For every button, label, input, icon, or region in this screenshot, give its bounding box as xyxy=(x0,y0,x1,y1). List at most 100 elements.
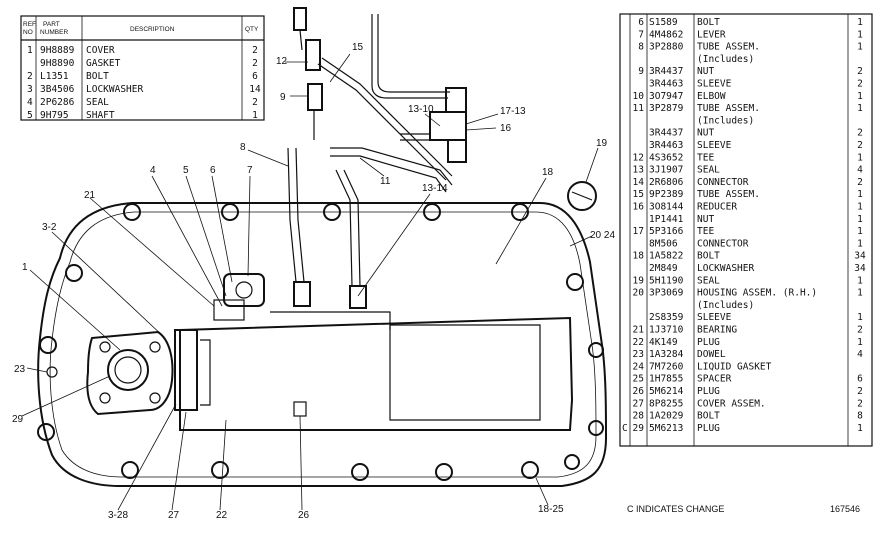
row-description: TEE xyxy=(697,226,714,237)
row-description: SLEEVE xyxy=(697,79,732,90)
callout-label: 11 xyxy=(380,176,391,187)
row-ref: 8 xyxy=(638,42,644,53)
row-description: COVER ASSEM. xyxy=(697,398,766,409)
row-qty: 2 xyxy=(252,58,258,69)
row-description: SEAL xyxy=(86,97,109,108)
callout-label: 3-28 xyxy=(108,510,128,521)
row-description: TEE xyxy=(697,152,714,163)
row-ref: 2 xyxy=(27,71,33,82)
row-description: REDUCER xyxy=(697,202,737,213)
row-part-number: 8M506 xyxy=(649,238,678,249)
callout-label: 4 xyxy=(150,165,156,176)
row-ref: 19 xyxy=(633,275,645,286)
row-part-number: 1P1441 xyxy=(649,214,684,225)
callout-label: 20 24 xyxy=(590,230,615,241)
row-ref: 18 xyxy=(633,251,645,262)
row-qty: 34 xyxy=(854,263,866,274)
row-qty: 2 xyxy=(857,325,863,336)
row-qty: 6 xyxy=(857,374,863,385)
row-qty: 1 xyxy=(857,17,863,28)
row-ref: 14 xyxy=(633,177,645,188)
row-part-number: 5M6213 xyxy=(649,423,683,434)
svg-text:NUMBER: NUMBER xyxy=(40,29,68,36)
callout-label: 27 xyxy=(168,510,180,521)
row-part-number: 5P3166 xyxy=(649,226,684,237)
row-qty: 1 xyxy=(252,110,258,121)
row-description: SLEEVE xyxy=(697,312,732,323)
callout-label: 21 xyxy=(84,190,96,201)
row-qty: 1 xyxy=(857,288,863,299)
callout-label: 6 xyxy=(210,165,216,176)
bolt-holes xyxy=(37,203,604,481)
row-qty: 2 xyxy=(857,66,863,77)
row-description: CONNECTOR xyxy=(697,238,749,249)
row-part-number: 9H8890 xyxy=(40,58,75,69)
row-description: BOLT xyxy=(697,251,720,262)
row-part-number: 3J1907 xyxy=(649,165,683,176)
row-qty: 1 xyxy=(857,337,863,348)
callout-label: 13-10 xyxy=(408,104,434,115)
row-description: TUBE ASSEM. xyxy=(697,189,760,200)
row-qty: 1 xyxy=(857,91,863,102)
row-part-number: 7M7260 xyxy=(649,361,684,372)
row-description: SEAL xyxy=(697,165,720,176)
row-ref: 23 xyxy=(633,349,644,360)
row-qty: 2 xyxy=(252,97,258,108)
row-description: BOLT xyxy=(697,17,720,28)
row-description: HOUSING ASSEM. (R.H.) xyxy=(697,288,817,299)
row-ref: 21 xyxy=(633,325,645,336)
header-description: DESCRIPTION xyxy=(130,26,175,33)
row-ref: 24 xyxy=(633,361,645,372)
row-qty: 4 xyxy=(857,165,863,176)
row-part-number: 4S3652 xyxy=(649,152,683,163)
row-description: ELBOW xyxy=(697,91,726,102)
row-description: (Includes) xyxy=(697,300,754,311)
row-ref: 29 xyxy=(633,423,645,434)
row-ref: 16 xyxy=(633,202,645,213)
row-ref: 17 xyxy=(633,226,644,237)
row-description: LOCKWASHER xyxy=(697,263,754,274)
row-qty: 1 xyxy=(857,238,863,249)
row-ref: 1 xyxy=(27,45,33,56)
row-part-number: S1589 xyxy=(649,17,678,28)
row-ref: 11 xyxy=(633,103,645,114)
row-description: LIQUID GASKET xyxy=(697,361,772,372)
callout-label: 18-25 xyxy=(538,504,564,515)
row-qty: 2 xyxy=(857,386,863,397)
row-qty: 2 xyxy=(857,398,863,409)
row-qty: 1 xyxy=(857,275,863,286)
row-qty: 4 xyxy=(857,349,863,360)
row-ref: 5 xyxy=(27,110,33,121)
row-part-number: 4M4862 xyxy=(649,29,683,40)
row-description: SPACER xyxy=(697,374,732,385)
svg-text:NO: NO xyxy=(23,29,33,36)
callout-label: 17-13 xyxy=(500,106,526,117)
row-qty: 2 xyxy=(857,128,863,139)
row-qty: 1 xyxy=(857,423,863,434)
row-ref: 13 xyxy=(633,165,644,176)
callout-label: 23 xyxy=(14,364,26,375)
row-qty: 1 xyxy=(857,214,863,225)
change-footnote: C INDICATES CHANGE xyxy=(627,504,724,514)
callout-label: 22 xyxy=(216,510,228,521)
row-part-number: 2P6286 xyxy=(40,97,75,108)
row-description: NUT xyxy=(697,214,714,225)
row-part-number: 2M849 xyxy=(649,263,678,274)
callout-label: 7 xyxy=(247,165,253,176)
row-part-number: 3R4463 xyxy=(649,140,683,151)
callout-label: 29 xyxy=(12,414,24,425)
row-description: SHAFT xyxy=(86,110,115,121)
row-description: SEAL xyxy=(697,275,720,286)
row-ref: 15 xyxy=(633,189,644,200)
row-description: GASKET xyxy=(86,58,121,69)
row-part-number: 1H7855 xyxy=(649,374,683,385)
callout-label: 8 xyxy=(240,142,246,153)
callout-label: 12 xyxy=(276,56,288,67)
callout-label: 3-2 xyxy=(42,222,57,233)
row-qty: 14 xyxy=(249,84,261,95)
